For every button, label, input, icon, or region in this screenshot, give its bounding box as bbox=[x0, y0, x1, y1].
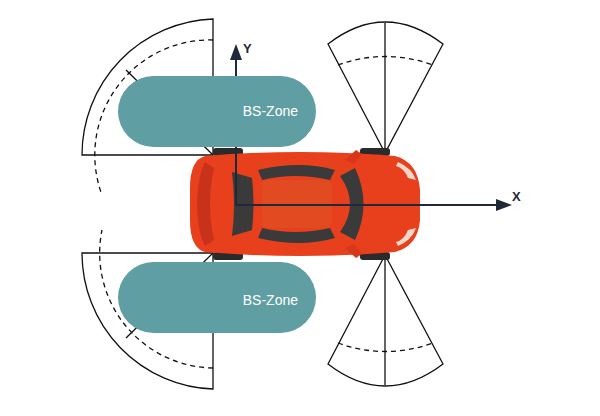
axis-label: X bbox=[512, 190, 521, 203]
front-right-sensor bbox=[328, 255, 443, 386]
zone-label: BS-Zone bbox=[243, 293, 298, 307]
blind-spot-zone: BS-Zone bbox=[118, 76, 316, 147]
zone-label: BS-Zone bbox=[243, 104, 298, 118]
axis-label: Y bbox=[243, 42, 252, 55]
blind-spot-zone: BS-Zone bbox=[118, 262, 316, 333]
front-left-sensor bbox=[328, 22, 443, 153]
